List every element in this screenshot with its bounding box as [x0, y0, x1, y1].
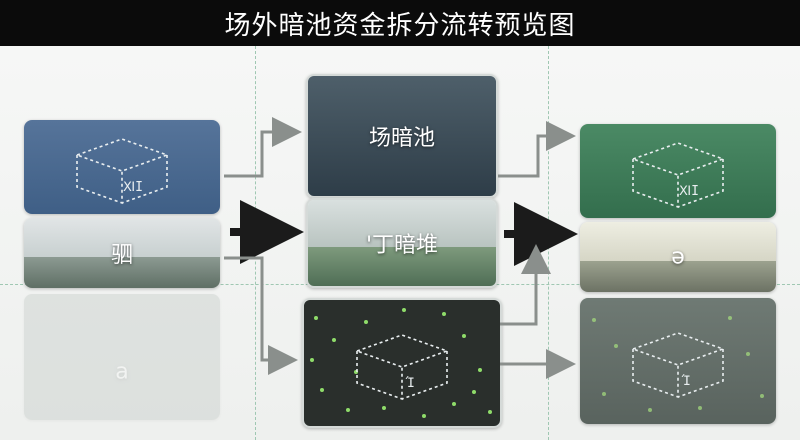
cube-icon: ⅪI — [630, 142, 726, 209]
particle-field — [310, 308, 492, 418]
target-middle-card[interactable]: ǝ — [580, 222, 776, 292]
arrow-source-to-middle-top — [224, 117, 302, 178]
sky — [24, 218, 220, 257]
middle-center-card[interactable]: '丁暗堆 — [306, 198, 498, 288]
cube-glyph-text: Ί — [681, 374, 691, 389]
arrow-middle-to-target-top — [498, 121, 576, 178]
cube-glyph-text: ⅪI — [123, 180, 143, 195]
flow-arrows — [224, 117, 578, 379]
source-bottom-label: a — [115, 359, 129, 385]
arrow-middle-bottom-to-target-center — [500, 244, 551, 326]
land — [580, 260, 776, 292]
cube-icon: ⅪI — [74, 138, 170, 205]
middle-top-card[interactable]: 场暗池 — [306, 74, 498, 198]
target-top-card[interactable]: ⅪI — [580, 124, 776, 218]
cube-glyph-text: Ί — [405, 376, 415, 391]
page-title-text: 场外暗池资金拆分流转预览图 — [224, 10, 576, 41]
cube-glyph-text: ⅪI — [679, 184, 699, 199]
particle-field — [592, 316, 764, 412]
cube-icon: Ί — [630, 332, 726, 399]
page-title: 场外暗池资金拆分流转预览图 — [0, 0, 800, 46]
target-middle-label: ǝ — [671, 244, 685, 270]
sky — [308, 200, 496, 248]
source-middle-card[interactable]: 驷 — [24, 218, 220, 288]
source-middle-label: 驷 — [110, 243, 133, 268]
middle-top-label: 场暗池 — [368, 126, 435, 151]
diagram-canvas: ⅪI 驷 a 场暗池 '丁暗堆 Ί — [0, 46, 800, 440]
middle-bottom-card[interactable]: Ί — [302, 298, 502, 428]
source-top-card[interactable]: ⅪI — [24, 120, 220, 214]
land — [24, 256, 220, 288]
sky — [580, 222, 776, 261]
source-bottom-card[interactable]: a — [24, 294, 220, 420]
middle-center-label: '丁暗堆 — [365, 233, 439, 258]
cube-icon: Ί — [354, 334, 450, 401]
land — [308, 247, 496, 286]
arrow-source-to-middle-bottom — [224, 256, 298, 375]
target-bottom-card[interactable]: Ί — [580, 298, 776, 424]
